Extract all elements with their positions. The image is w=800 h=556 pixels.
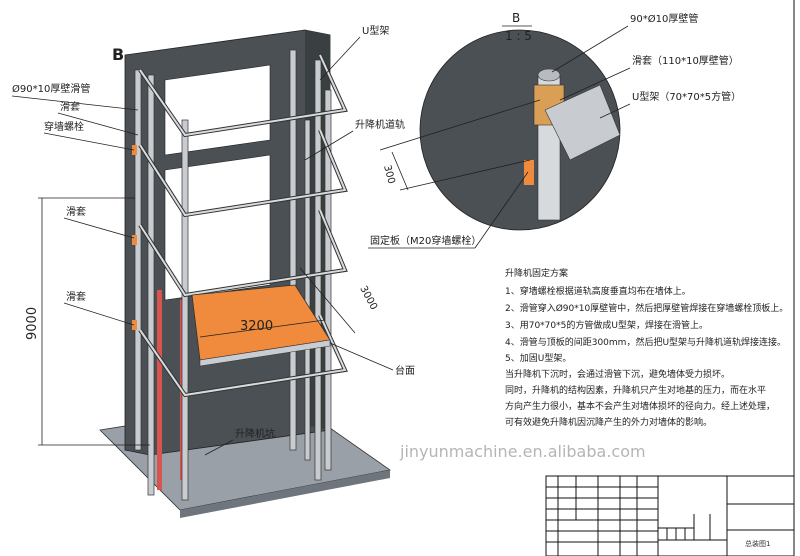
label-sleeve-1: 滑套 bbox=[60, 100, 80, 113]
note-line: 5、加固U型架。 bbox=[505, 353, 571, 364]
note-line: 当升降机下沉时，会通过滑管下沉，避免墙体受力损坏。 bbox=[505, 368, 730, 380]
detail-scale: 1 : 5 bbox=[505, 29, 532, 43]
label-sleeve-2: 滑套 bbox=[66, 205, 86, 218]
detail-label-fixing-plate: 固定板（M20穿墙螺栓） bbox=[370, 234, 481, 247]
u-frames-inner bbox=[139, 54, 347, 397]
detail-offset-dimension: 300 bbox=[381, 164, 397, 185]
detail-label-pipe: 90*Ø10厚壁管 bbox=[630, 12, 698, 25]
section-b-marker: B bbox=[112, 45, 124, 64]
label-guide-rail: 升降机道轨 bbox=[355, 118, 405, 131]
note-line: 1、穿墙螺栓根据道轨高度垂直均布在墙体上。 bbox=[505, 285, 691, 297]
label-pit: 升降机坑 bbox=[235, 427, 275, 440]
pit-base-edge bbox=[180, 470, 390, 518]
note-line: 方向产生力很小，基本不会产生对墙体损坏的径向力。经上述处理， bbox=[505, 400, 775, 412]
title-block bbox=[545, 475, 795, 556]
detail-view-b bbox=[419, 29, 621, 231]
notes-title: 升降机固定方案 bbox=[505, 267, 568, 279]
drawing-name: 总装图1 bbox=[745, 539, 770, 548]
label-wall-bolt: 穿墙螺栓 bbox=[44, 120, 84, 133]
note-line: 3、用70*70*5的方管做成U型架，焊接在滑管上。 bbox=[505, 319, 708, 331]
depth-dimension-line bbox=[299, 267, 356, 334]
height-dimension: 9000 bbox=[25, 307, 40, 340]
width-dimension: 3200 bbox=[240, 319, 273, 334]
steel-frame bbox=[134, 49, 332, 501]
fixing-plates bbox=[132, 145, 137, 330]
wall-opening-top bbox=[164, 64, 271, 156]
depth-dimension: 3000 bbox=[357, 284, 379, 312]
label-pipe: Ø90*10厚壁滑管 bbox=[12, 82, 90, 95]
label-u-frame: U型架 bbox=[362, 24, 389, 37]
detail-title: B bbox=[512, 11, 520, 25]
wall-opening-middle bbox=[164, 154, 271, 301]
detail-label-u-frame: U型架（70*70*5方管） bbox=[632, 90, 741, 103]
note-line: 2、滑管穿入Ø90*10厚壁管中，然后把厚壁管焊接在穿墙螺栓顶板上。 bbox=[505, 302, 788, 314]
note-line: 4、滑管与顶板的间距300mm，然后把U型架与升降机道轨焊接连接。 bbox=[505, 336, 786, 348]
note-line: 可有效避免升降机因沉降产生的外力对墙体的影响。 bbox=[505, 416, 712, 428]
notes-block: 升降机固定方案 1、穿墙螺栓根据道轨高度垂直均布在墙体上。 2、滑管穿入Ø90*… bbox=[505, 267, 788, 428]
label-platform: 台面 bbox=[395, 364, 415, 377]
note-line: 同时，升降机的结构因素，升降机只产生对地基的压力，而在水平 bbox=[505, 384, 766, 396]
label-sleeve-3: 滑套 bbox=[66, 290, 86, 303]
detail-label-sleeve: 滑套（110*10厚壁管） bbox=[632, 54, 739, 67]
watermark: jinyunmachine.en.alibaba.com bbox=[399, 442, 646, 461]
platform-edge bbox=[199, 339, 331, 367]
